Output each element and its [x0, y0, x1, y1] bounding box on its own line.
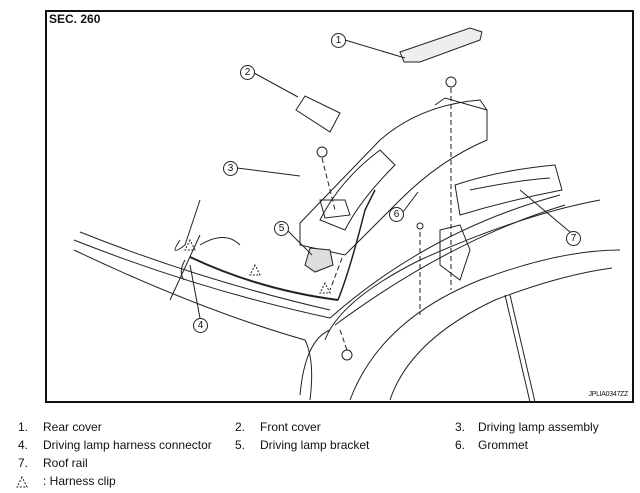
callout-6: 6	[389, 207, 404, 222]
legend-label: Driving lamp assembly	[478, 420, 599, 434]
callout-2: 2	[240, 65, 255, 80]
legend-label: Grommet	[478, 438, 529, 452]
front-cover	[295, 95, 341, 133]
vehicle-body	[73, 194, 621, 403]
legend-label: Rear cover	[43, 420, 102, 434]
driving-lamp-assembly	[299, 97, 488, 256]
legend-label: Roof rail	[43, 456, 88, 470]
assembly-guides	[321, 88, 452, 351]
rear-cover	[399, 27, 483, 63]
section-label: SEC. 260	[49, 12, 101, 26]
legend-num: 2.	[235, 420, 246, 434]
driving-lamp-bracket	[304, 247, 334, 273]
grommet	[341, 349, 353, 361]
legend-num: 7.	[18, 456, 29, 470]
grommet	[416, 222, 424, 230]
diagram-frame	[45, 10, 634, 403]
legend-label: Driving lamp harness connector	[43, 438, 212, 452]
callout-1: 1	[331, 33, 346, 48]
figure-code: JPLIA0347ZZ	[588, 391, 629, 398]
legend-num: 6.	[455, 438, 466, 452]
callout-7: 7	[566, 231, 581, 246]
legend-num: 5.	[235, 438, 246, 452]
legend-num: 3.	[455, 420, 466, 434]
legend-num: 1.	[18, 420, 29, 434]
leader-lines	[189, 39, 571, 319]
harness	[169, 189, 376, 301]
legend-label: Driving lamp bracket	[260, 438, 370, 452]
legend-label: Front cover	[260, 420, 321, 434]
callout-3: 3	[223, 161, 238, 176]
grommet	[445, 76, 457, 88]
callout-4: 4	[193, 318, 208, 333]
grommet	[316, 146, 328, 158]
legend-num: 4.	[18, 438, 29, 452]
harness-clip-legend: : Harness clip	[43, 474, 116, 488]
callout-5: 5	[274, 221, 289, 236]
roof-rail	[439, 164, 563, 281]
